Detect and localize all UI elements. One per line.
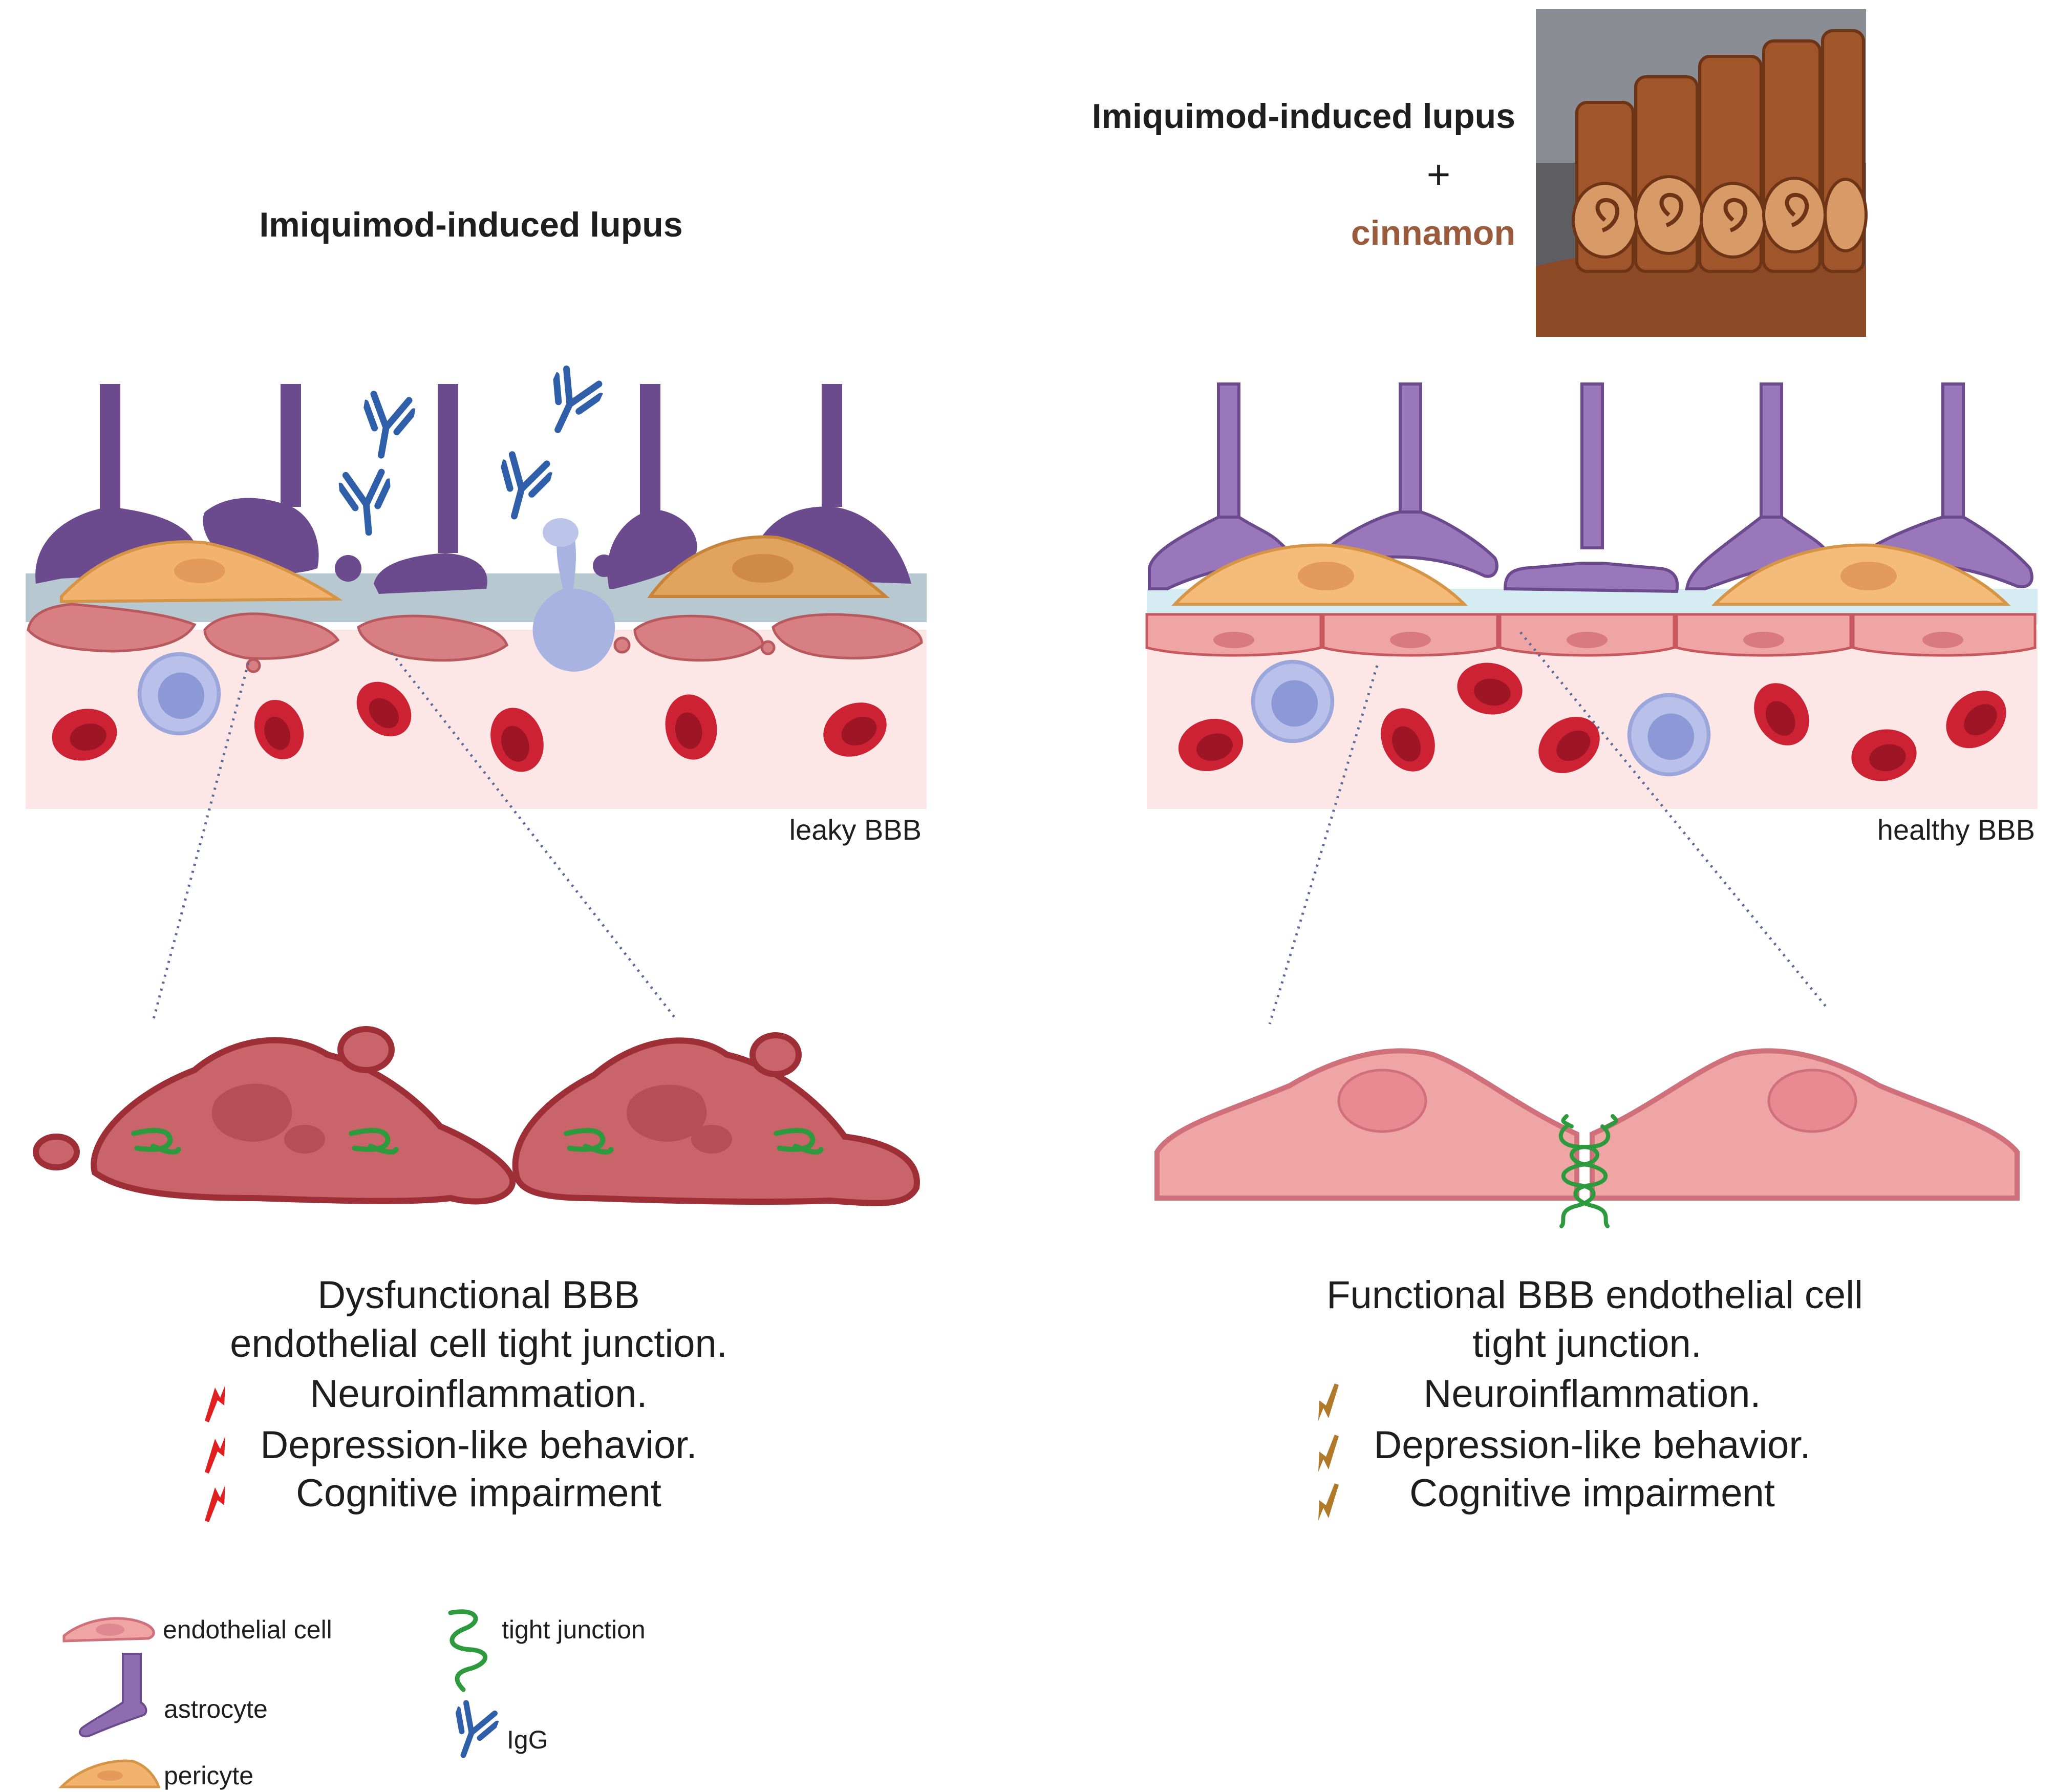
- left-summary-line-3: Neuroinflammation.: [310, 1372, 648, 1416]
- right-plus: +: [1427, 152, 1451, 197]
- legend-endothelial-label: endothelial cell: [163, 1615, 332, 1644]
- right-summary-line-4: Depression-like behavior.: [1374, 1423, 1810, 1467]
- legend-pericyte-label: pericyte: [164, 1761, 253, 1790]
- igg-icon: [444, 1701, 500, 1762]
- legend-endothelial: endothelial cell: [62, 1615, 332, 1644]
- tight-junction-icon: [448, 1609, 488, 1692]
- right-zoom-line-1: [1268, 665, 1379, 1025]
- left-summary-line-1: Dysfunctional BBB: [317, 1273, 639, 1317]
- right-panel: Imiquimod-induced lupus + cinnamon: [1092, 9, 2038, 1521]
- legend-igg: IgG: [444, 1701, 548, 1762]
- left-enlarged-cells: [33, 1026, 920, 1206]
- right-pericytes: [1171, 543, 2011, 606]
- right-astrocytes: [1148, 382, 2033, 593]
- right-title: Imiquimod-induced lupus: [1092, 97, 1515, 136]
- legend-tight-junction-label: tight junction: [502, 1615, 646, 1644]
- left-endothelium: [27, 603, 923, 673]
- left-leak-vesicle: [532, 522, 615, 672]
- right-endothelium: [1145, 613, 2037, 657]
- right-summary-line-5: Cognitive impairment: [1409, 1471, 1775, 1515]
- left-pericytes: [60, 535, 890, 604]
- legend: endothelial cell astrocyte pericyte tigh…: [58, 1609, 646, 1790]
- right-treatment: cinnamon: [1351, 214, 1515, 252]
- left-summary-line-4: Depression-like behavior.: [260, 1423, 697, 1467]
- left-summary: Dysfunctional BBB endothelial cell tight…: [205, 1273, 727, 1522]
- left-summary-line-2: endothelial cell tight junction.: [230, 1322, 727, 1366]
- right-bbb-label: healthy BBB: [1877, 814, 2035, 846]
- right-summary-line-2: tight junction.: [1472, 1322, 1702, 1366]
- legend-astrocyte-label: astrocyte: [164, 1695, 268, 1723]
- left-bbb-label: leaky BBB: [789, 814, 922, 846]
- right-enlarged-nuclei: [1337, 1069, 1857, 1133]
- left-enlarged-nuclei: [211, 1083, 732, 1154]
- left-title: Imiquimod-induced lupus: [259, 205, 682, 244]
- right-enlarged-cells: [1154, 1048, 2020, 1201]
- legend-pericyte: pericyte: [58, 1759, 253, 1790]
- left-igg-antibodies: [339, 366, 605, 535]
- right-down-arrow-icons: [1318, 1383, 1339, 1521]
- left-up-arrow-icons: [205, 1385, 225, 1522]
- left-panel: Imiquimod-induced lupus: [26, 205, 927, 1522]
- legend-igg-label: IgG: [507, 1725, 548, 1754]
- legend-tight-junction: tight junction: [448, 1609, 646, 1692]
- astrocyte-icon: [79, 1653, 147, 1738]
- right-tight-junction-icons: [1558, 1114, 1618, 1228]
- left-summary-line-5: Cognitive impairment: [296, 1471, 661, 1515]
- right-summary: Functional BBB endothelial cell tight ju…: [1318, 1273, 1863, 1521]
- cinnamon-image: [1536, 9, 1868, 337]
- right-summary-line-3: Neuroinflammation.: [1424, 1372, 1761, 1416]
- legend-astrocyte: astrocyte: [79, 1653, 268, 1738]
- right-summary-line-1: Functional BBB endothelial cell: [1326, 1273, 1863, 1317]
